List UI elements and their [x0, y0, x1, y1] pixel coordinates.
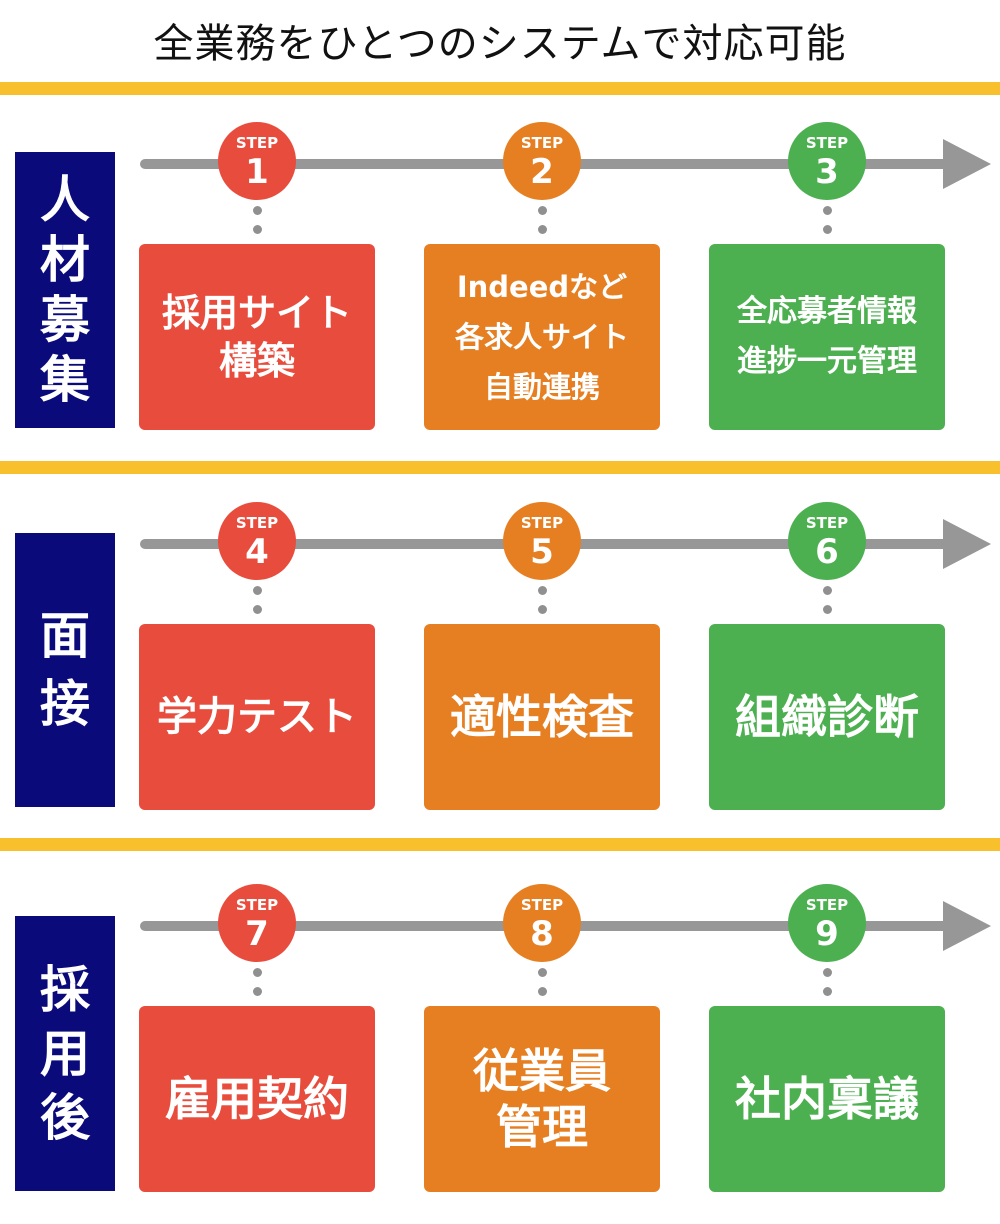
step-word: STEP [520, 514, 564, 532]
section-divider [0, 461, 1000, 474]
step-card: 社内稟議 [709, 1006, 945, 1192]
step-circle: STEP 3 [788, 122, 866, 200]
step-card-text: 全応募者情報 [737, 294, 917, 329]
step-card-text: Indeedなど [456, 270, 628, 304]
step-card-text: 構築 [218, 339, 295, 383]
connector-dot [823, 206, 832, 215]
step-number: 9 [815, 914, 839, 954]
connector-dot [253, 225, 262, 234]
timeline-arrow-head [943, 139, 991, 189]
connector-dot [823, 968, 832, 977]
phase-label-text: 採用後 [40, 960, 90, 1147]
step-card-text: 従業員 [473, 1044, 611, 1098]
step-circle: STEP 7 [218, 884, 296, 962]
step-card-text: 採用サイト [161, 291, 352, 335]
step-word: STEP [520, 896, 564, 914]
step-number: 1 [245, 152, 269, 192]
step-card-text: 自動連携 [483, 370, 600, 404]
phase-label: 人材募集 [15, 152, 115, 428]
step-word: STEP [235, 134, 279, 152]
step-card-text: 進捗一元管理 [737, 344, 917, 379]
connector-dot [823, 605, 832, 614]
step-word: STEP [805, 134, 849, 152]
step-circle: STEP 9 [788, 884, 866, 962]
connector-dot [253, 206, 262, 215]
step-card-text: 組織診断 [735, 690, 919, 744]
step-circle: STEP 6 [788, 502, 866, 580]
section-interview: 面接 STEP 4 学力テスト STEP 5 適性検査 STEP 6 組織診断 [0, 492, 1000, 812]
step-word: STEP [805, 896, 849, 914]
phase-label: 採用後 [15, 916, 115, 1191]
step-word: STEP [235, 514, 279, 532]
step-number: 4 [245, 532, 269, 572]
connector-dot [538, 968, 547, 977]
phase-label-text: 面接 [40, 607, 90, 733]
connector-dot [253, 987, 262, 996]
connector-dot [253, 586, 262, 595]
connector-dot [538, 206, 547, 215]
step-word: STEP [805, 514, 849, 532]
timeline-arrow-head [943, 519, 991, 569]
step-card: 従業員 管理 [424, 1006, 660, 1192]
step-word: STEP [520, 134, 564, 152]
step-word: STEP [235, 896, 279, 914]
section-divider [0, 838, 1000, 851]
step-card: 適性検査 [424, 624, 660, 810]
step-number: 7 [245, 914, 269, 954]
step-card-text: 管理 [496, 1100, 588, 1154]
timeline-arrow-head [943, 901, 991, 951]
connector-dot [823, 586, 832, 595]
page-title: 全業務をひとつのシステムで対応可能 [153, 21, 847, 67]
phase-label: 面接 [15, 533, 115, 807]
connector-dot [253, 968, 262, 977]
step-card-text: 雇用契約 [165, 1072, 349, 1126]
connector-dot [538, 225, 547, 234]
connector-dot [823, 987, 832, 996]
step-card: Indeedなど 各求人サイト 自動連携 [424, 244, 660, 430]
step-circle: STEP 2 [503, 122, 581, 200]
step-card: 組織診断 [709, 624, 945, 810]
step-card: 雇用契約 [139, 1006, 375, 1192]
step-card: 全応募者情報 進捗一元管理 [709, 244, 945, 430]
step-card-text: 各求人サイト [454, 320, 629, 354]
phase-label-text: 人材募集 [40, 171, 90, 409]
step-card: 採用サイト 構築 [139, 244, 375, 430]
connector-dot [538, 605, 547, 614]
step-circle: STEP 4 [218, 502, 296, 580]
step-circle: STEP 5 [503, 502, 581, 580]
connector-dot [538, 586, 547, 595]
step-number: 8 [530, 914, 554, 954]
step-card: 学力テスト [139, 624, 375, 810]
step-number: 3 [815, 152, 839, 192]
step-card-text: 学力テスト [157, 694, 357, 740]
step-card-text: 適性検査 [450, 690, 634, 744]
connector-dot [253, 605, 262, 614]
connector-dot [538, 987, 547, 996]
step-number: 2 [530, 152, 554, 192]
section-after-hiring: 採用後 STEP 7 雇用契約 STEP 8 従業員 管理 STEP 9 社内稟… [0, 874, 1000, 1194]
step-circle: STEP 8 [503, 884, 581, 962]
step-card-text: 社内稟議 [735, 1072, 919, 1126]
section-recruitment: 人材募集 STEP 1 採用サイト 構築 STEP 2 Indeedなど 各求人… [0, 112, 1000, 432]
section-divider [0, 82, 1000, 95]
connector-dot [823, 225, 832, 234]
step-circle: STEP 1 [218, 122, 296, 200]
step-number: 5 [530, 532, 554, 572]
step-number: 6 [815, 532, 839, 572]
